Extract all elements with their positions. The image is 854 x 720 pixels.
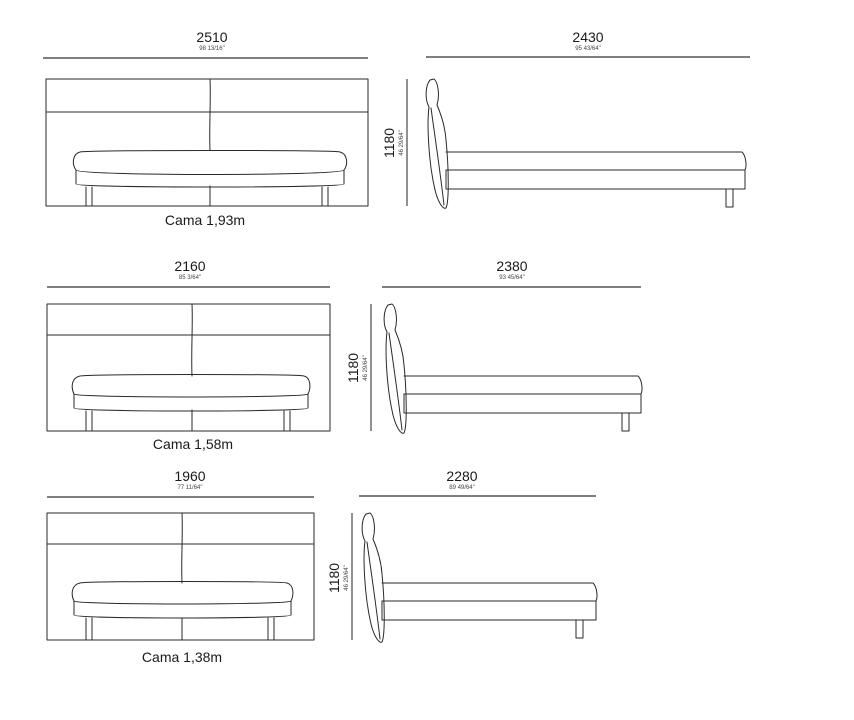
bed-3-front-drawing <box>46 512 315 641</box>
bed-3-side-length-mm: 2280 <box>446 468 477 484</box>
bed-2-side-drawing <box>383 303 643 434</box>
bed-1-front-width-mm: 2510 <box>196 29 227 45</box>
bed-3-height-inch: 46 29/64" <box>344 565 350 591</box>
bed-1-side-length-mm: 2430 <box>572 29 603 45</box>
bed-1-front-width-inch: 98 13/16" <box>199 46 225 52</box>
bed-2-caption: Cama 1,58m <box>153 436 233 452</box>
bed-3-side-view-group: 2280 89 49/64" <box>359 468 598 643</box>
bed-1-side-view-group: 2430 95 43/64" <box>425 29 750 209</box>
bed-3-side-drawing <box>361 512 598 643</box>
bed-3-height-group: 1180 46 29/64" <box>326 513 353 640</box>
bed-2-height-mm: 1180 <box>345 353 361 383</box>
bed-1-height-group: 1180 46 29/64" <box>381 79 408 206</box>
bed-1-height-inch: 46 29/64" <box>399 130 405 156</box>
bed-2-front-drawing <box>46 303 331 432</box>
bed-2-side-length-mm: 2380 <box>496 258 527 274</box>
bed-3-side-length-inch: 89 49/64" <box>449 485 475 491</box>
bed-2-height-inch: 46 29/64" <box>363 355 369 381</box>
bed-2-front-width-mm: 2160 <box>174 258 205 274</box>
bed-2-front-width-inch: 85 3/64" <box>179 275 201 281</box>
bed-1-caption: Cama 1,93m <box>165 212 245 228</box>
bed-1-front-drawing <box>45 78 369 207</box>
bed-2-height-group: 1180 46 29/64" <box>345 304 372 431</box>
bed-2-side-view-group: 2380 93 45/64" <box>382 258 643 434</box>
bed-3-front-width-mm: 1960 <box>174 468 205 484</box>
bed-1-height-mm: 1180 <box>381 128 397 158</box>
bed-2-side-length-inch: 93 45/64" <box>499 275 525 281</box>
bed-2-front-view-group: 2160 85 3/64" Cama 1,58m <box>46 258 331 452</box>
bed-1-side-length-inch: 95 43/64" <box>575 46 601 52</box>
bed-1-side-drawing <box>425 78 747 209</box>
bed-3-height-mm: 1180 <box>326 563 342 593</box>
bed-3-caption: Cama 1,38m <box>142 649 222 665</box>
bed-3-front-width-inch: 77 11/64" <box>177 485 202 491</box>
bed-1-front-view-group: 2510 98 13/16" Cama 1,93m <box>43 29 369 228</box>
bed-3-front-view-group: 1960 77 11/64" Cama 1,38m <box>46 468 315 665</box>
